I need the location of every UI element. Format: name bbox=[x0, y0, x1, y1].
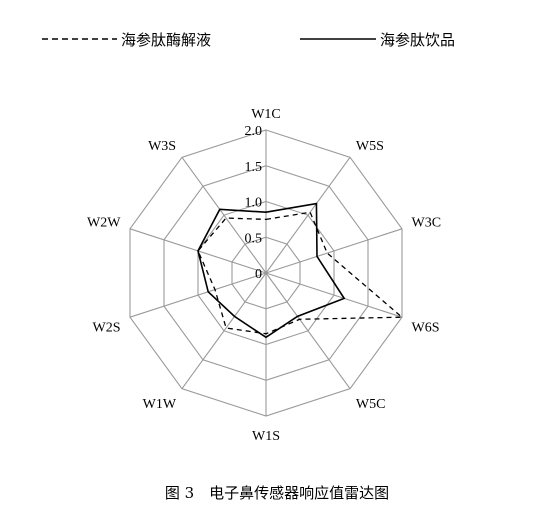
tick-label-1: 0.5 bbox=[245, 231, 263, 246]
axis-label-w2s: W2S bbox=[92, 320, 120, 335]
grid-spoke-4 bbox=[265, 272, 351, 390]
tick-label-2: 1.0 bbox=[245, 196, 263, 211]
axis-label-w5c: W5C bbox=[356, 397, 386, 412]
series-line-1 bbox=[197, 202, 346, 339]
tick-label-4: 2.0 bbox=[245, 124, 263, 139]
axis-label-w1w: W1W bbox=[143, 397, 177, 412]
axis-label-w5s: W5S bbox=[356, 139, 384, 154]
tick-label-3: 1.5 bbox=[245, 160, 263, 175]
radar-series bbox=[197, 202, 404, 339]
radar-grid bbox=[129, 129, 403, 417]
grid-spoke-1 bbox=[265, 156, 351, 274]
legend: 海参肽酶解液 海参肽饮品 bbox=[42, 31, 455, 49]
axis-label-w1c: W1C bbox=[251, 107, 281, 122]
axis-label-w2w: W2W bbox=[87, 216, 121, 231]
grid-spoke-6 bbox=[181, 272, 267, 390]
legend-label-series-0: 海参肽酶解液 bbox=[121, 31, 211, 49]
radar-tick-labels: 0 0.5 1.0 1.5 2.0 bbox=[245, 124, 263, 282]
axis-label-w3s: W3S bbox=[148, 139, 176, 154]
tick-label-0: 0 bbox=[255, 267, 262, 282]
series-line-0 bbox=[197, 211, 404, 335]
figure-caption: 图 3 电子鼻传感器响应值雷达图 bbox=[165, 484, 389, 502]
axis-label-w3c: W3C bbox=[412, 216, 442, 231]
grid-spoke-7 bbox=[129, 272, 267, 318]
grid-spoke-2 bbox=[265, 228, 403, 274]
grid-spoke-9 bbox=[181, 156, 267, 274]
radar-axis-labels: W1C W5S W3C W6S W5C W1S W1W W2S W2W W3S bbox=[87, 107, 441, 444]
legend-label-series-1: 海参肽饮品 bbox=[380, 31, 455, 49]
grid-spoke-3 bbox=[265, 272, 403, 318]
axis-label-w1s: W1S bbox=[252, 429, 280, 444]
axis-label-w6s: W6S bbox=[412, 320, 440, 335]
